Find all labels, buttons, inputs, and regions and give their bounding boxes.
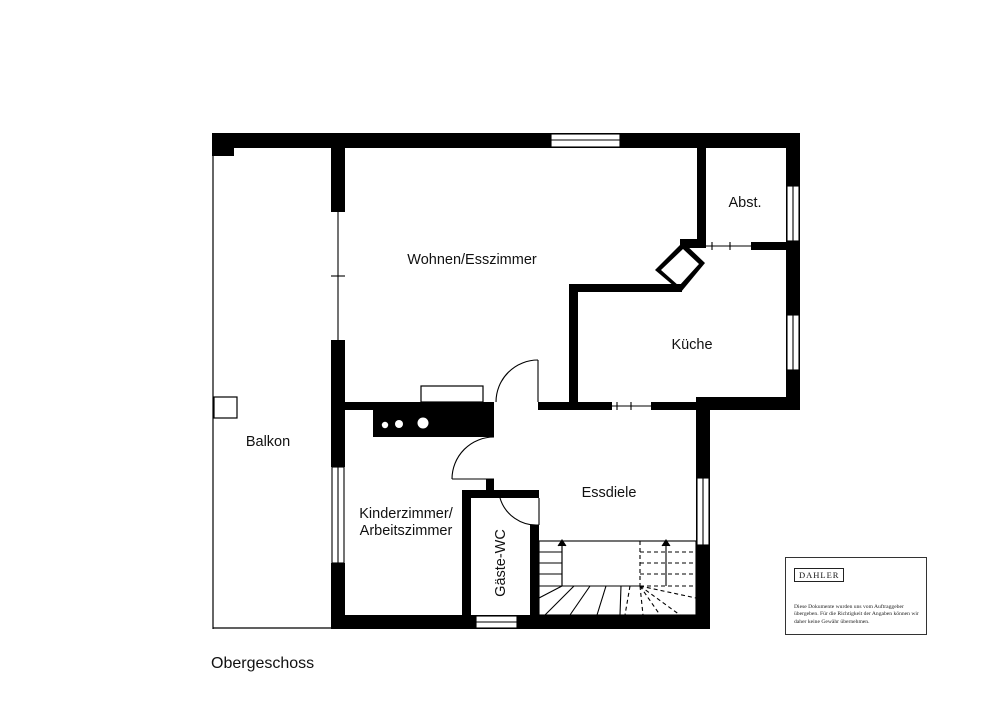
label-essdiele: Essdiele [582,485,637,501]
wall-divider-top [331,148,345,212]
wall-kitchen-bottom-right [651,402,711,410]
stairs-dash-8 [639,585,661,616]
wall-divider-mid [331,340,345,467]
label-wohnen: Wohnen/Esszimmer [407,252,537,268]
stove-counter [420,385,484,403]
label-abst: Abst. [728,195,761,211]
stairs-dash-10 [624,585,631,616]
label-balkon: Balkon [246,434,290,450]
wall-right-step [696,397,800,410]
wall-bottom [331,615,710,629]
staircase [538,539,697,616]
wall-kitchen-bottom-left [538,402,612,410]
stairs-step-5 [538,585,563,599]
stairs-step-7 [569,585,591,616]
stove-burner-2 [395,420,403,428]
wall-wc-right [530,525,539,629]
wall-kitchen-top [569,284,682,292]
stove-body [373,402,493,437]
room-labels: Wohnen/Esszimmer Abst. Küche Balkon Essd… [246,195,762,597]
windows [331,133,800,629]
wall-wc-top [462,490,539,498]
door-kinder-arc [451,436,495,480]
chimney-outline [655,242,705,292]
wall-abst-left [697,148,706,244]
wall-wc-left [462,490,471,629]
label-kinder-1: Kinderzimmer/ [359,506,453,522]
label-kueche: Küche [671,337,712,353]
door-swings [451,359,540,526]
wall-abst-bottom-right [751,242,800,250]
company-logo: DAHLER [794,568,845,582]
stove-burner-3 [417,417,429,429]
label-kinder-2: Arbeitszimmer [360,523,453,539]
wall-top [212,133,800,148]
stairs-dash-9 [639,585,644,616]
stairs-outline [538,540,697,616]
stairs-step-8 [596,585,607,616]
wall-kitchen-left [569,284,578,410]
disclaimer-text: Diese Dokumente wurden uns vom Auftragge… [794,604,919,625]
stairs-step-9 [619,585,622,616]
chimney [655,242,705,292]
balcony-drain [213,396,238,419]
stairs-up-arrowhead [661,539,671,547]
stairs-arrowhead [557,539,567,547]
stairs-dash-6 [639,585,697,599]
stove [373,385,493,437]
balcony [212,148,331,629]
door-living-arc [495,359,539,403]
stairs-dash-7 [639,585,681,616]
stairs-step-6 [544,585,575,616]
openings [331,212,751,410]
door-wc-arc [499,497,540,526]
label-gaeste-wc: Gäste-WC [493,529,509,597]
wall-abst-bottom-left [680,239,706,248]
stove-burner-1 [381,421,389,429]
wall-balcony-corner [212,133,234,156]
legend-box: DAHLER Diese Dokumente wurden uns vom Au… [785,557,927,635]
wall-kinder-right-low [486,479,494,494]
floor-name: Obergeschoss [211,655,315,672]
wall-divider-bottom [331,563,345,629]
stairs-dashed [624,541,697,616]
